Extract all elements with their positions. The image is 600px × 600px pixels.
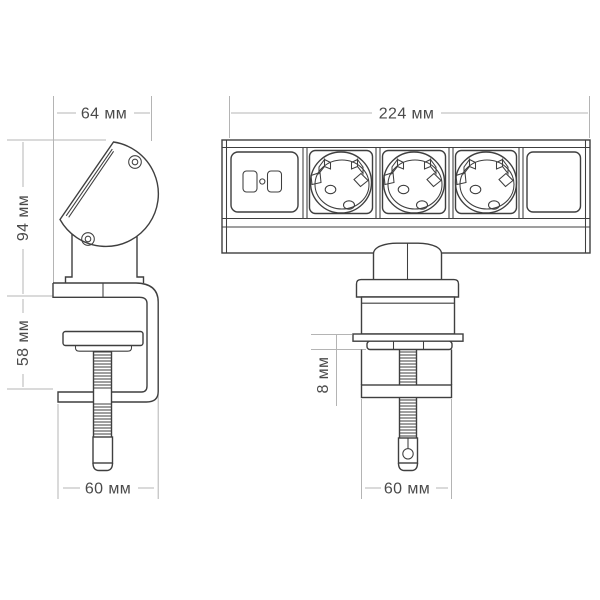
strip-end-caps — [225, 140, 587, 253]
strip-rails — [222, 146, 590, 228]
usb-led-indicator — [259, 178, 266, 185]
dim-label-side-width: 64 мм — [81, 106, 127, 123]
clamp-top-flange — [355, 278, 460, 298]
socket-module-3 — [454, 149, 518, 215]
dim-label-side-clamp-depth: 60 мм — [85, 481, 131, 498]
stem-side — [64, 234, 145, 283]
screw-tip-cap — [92, 462, 114, 472]
screw-threads — [93, 351, 112, 389]
clamp-bracket-side — [52, 282, 159, 403]
dim-label-side-clamp-opening: 58 мм — [15, 320, 32, 366]
module-separators — [302, 147, 524, 219]
mounting-screw-top — [128, 155, 142, 169]
front-dimension-lines — [229, 96, 590, 499]
strip-housing — [221, 139, 591, 254]
dim-label-side-height: 94 мм — [15, 195, 32, 241]
blank-module — [526, 151, 582, 213]
dim-label-front-length: 224 мм — [379, 106, 435, 123]
screw-tip-shank — [92, 436, 114, 464]
bracket-bottom-arm-front — [360, 384, 453, 399]
socket-module-1 — [308, 149, 374, 215]
clamp-screw-front — [397, 350, 419, 472]
clamp-lower-flange — [352, 333, 464, 342]
clamp-screw-side — [92, 351, 114, 472]
clamp-body-block — [360, 296, 456, 335]
bracket-sides-front — [360, 349, 453, 385]
socket-head-side — [59, 141, 160, 248]
screw-threads-front — [399, 351, 417, 383]
power-strip — [221, 139, 591, 254]
usb-port-a-right — [266, 170, 283, 193]
head-face-band — [65, 148, 115, 218]
clamp-front — [352, 278, 464, 399]
usb-port-a-left — [242, 170, 258, 193]
swivel-joint-front — [372, 242, 443, 280]
dim-label-front-pad-thickness: 8 мм — [315, 357, 332, 394]
dim-label-front-clamp-width: 60 мм — [384, 481, 430, 498]
pressure-pad-side — [62, 330, 144, 352]
front-view: 224 мм 8 мм 60 мм — [221, 96, 591, 499]
screw-tip-hole — [402, 448, 414, 460]
mounting-screw-bottom — [81, 232, 95, 246]
usb-module — [230, 151, 299, 213]
screw-tip-cap-front — [397, 462, 419, 472]
side-dimension-lines — [7, 96, 159, 499]
side-view: 64 мм 94 мм 58 мм 60 мм — [7, 96, 160, 499]
socket-module-2 — [381, 149, 447, 215]
pressure-pad-front — [366, 340, 453, 351]
